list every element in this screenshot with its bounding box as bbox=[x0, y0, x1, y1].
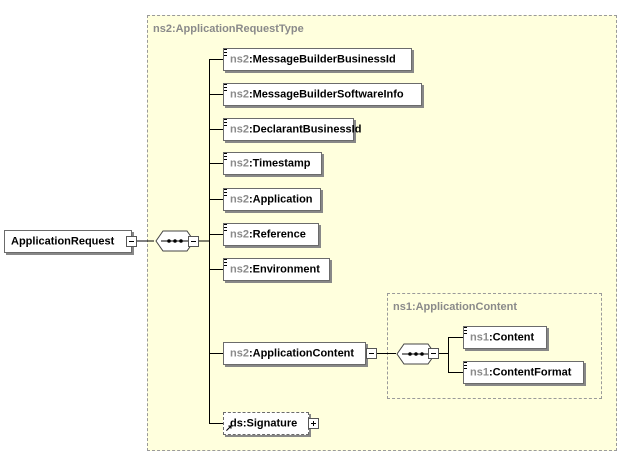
message-builder-business-id-element[interactable]: ns2:MessageBuilderBusinessId bbox=[223, 48, 412, 71]
sequence-compositor-icon bbox=[155, 230, 195, 252]
message-builder-software-info-element[interactable]: ns2:MessageBuilderSoftwareInfo bbox=[223, 83, 422, 106]
content-lines-icon bbox=[224, 153, 227, 160]
outer-sequence-compositor[interactable] bbox=[154, 230, 198, 252]
application-element[interactable]: ns2:Application bbox=[223, 188, 321, 211]
timestamp-element[interactable]: ns2:Timestamp bbox=[223, 152, 322, 175]
content-lines-icon bbox=[464, 327, 467, 334]
content-element[interactable]: ns1:Content bbox=[463, 326, 547, 349]
sequence-compositor-icon bbox=[396, 343, 436, 365]
application-content-element[interactable]: ns2:ApplicationContent bbox=[223, 342, 366, 365]
declarant-business-id-element[interactable]: ns2:DeclarantBusinessId bbox=[223, 118, 361, 141]
content-lines-icon bbox=[224, 189, 227, 196]
signature-element[interactable]: ds:Signature ↗ bbox=[223, 412, 309, 435]
signature-expand-icon[interactable] bbox=[308, 418, 319, 429]
application-content-collapse-icon[interactable] bbox=[366, 348, 377, 359]
application-request-type-label: ns2:ApplicationRequestType bbox=[153, 23, 304, 35]
content-lines-icon bbox=[224, 84, 227, 91]
environment-element[interactable]: ns2:Environment bbox=[223, 258, 330, 281]
content-lines-icon bbox=[224, 119, 227, 126]
inner-sequence-compositor[interactable] bbox=[395, 343, 439, 365]
content-lines-icon bbox=[464, 362, 467, 369]
content-lines-icon bbox=[224, 224, 227, 231]
outer-sequence-collapse-icon[interactable] bbox=[188, 236, 199, 247]
reference-element[interactable]: ns2:Reference bbox=[223, 223, 319, 246]
application-request-collapse-icon[interactable] bbox=[126, 236, 137, 247]
content-format-element[interactable]: ns1:ContentFormat bbox=[463, 361, 584, 384]
application-request-label: ApplicationRequest bbox=[11, 235, 115, 247]
application-content-type-label: ns1:ApplicationContent bbox=[393, 301, 518, 313]
inner-sequence-collapse-icon[interactable] bbox=[428, 348, 439, 359]
application-request-element[interactable]: ApplicationRequest bbox=[4, 230, 132, 253]
content-lines-icon bbox=[224, 259, 227, 266]
content-lines-icon bbox=[224, 49, 227, 56]
reference-arrow-icon: ↗ bbox=[225, 423, 233, 433]
